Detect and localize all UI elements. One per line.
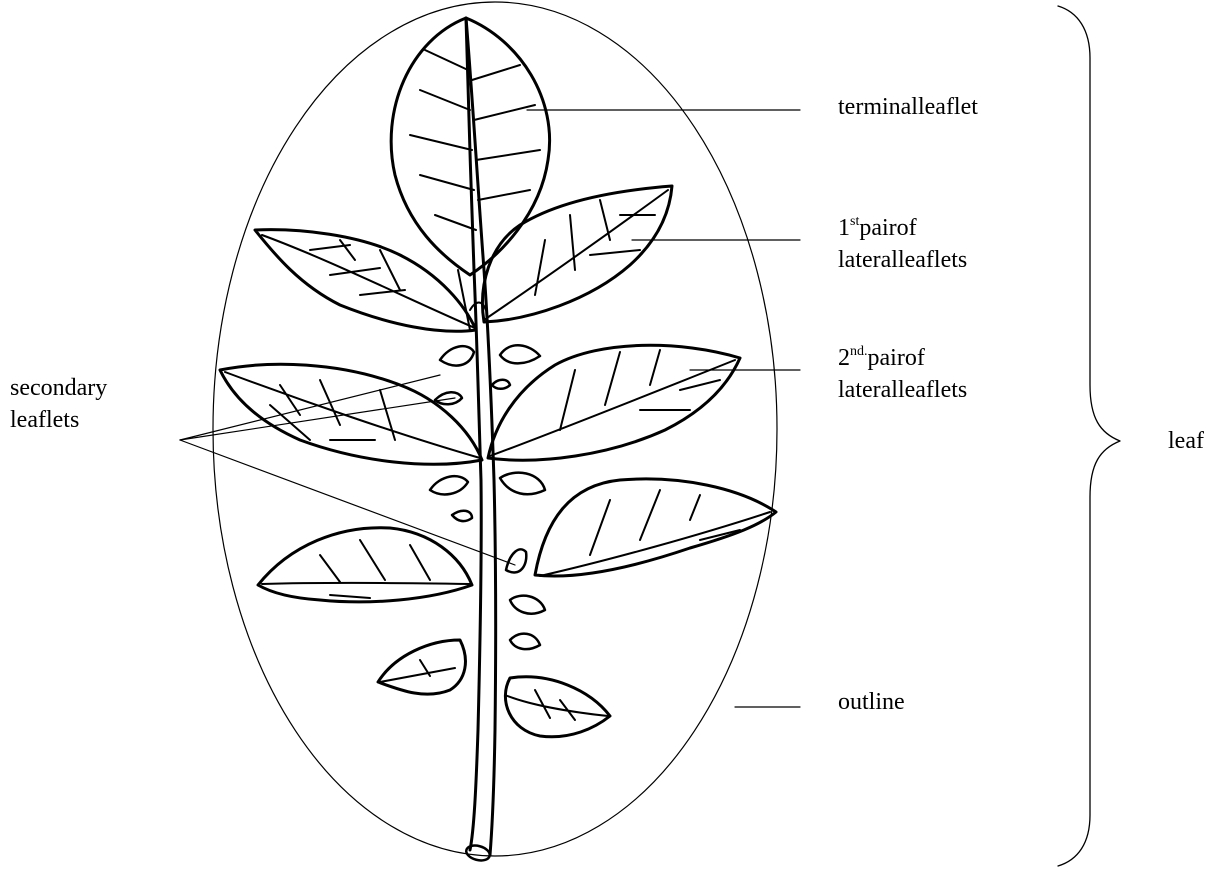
label-first-pair: 1stpairof lateralleaflets — [838, 212, 967, 276]
leaf-brace — [1058, 6, 1120, 866]
label-first-pair-line2: lateralleaflets — [838, 244, 967, 276]
label-secondary-leaflets: secondary leaflets — [10, 372, 107, 436]
label-terminal-leaflet: terminalleaflet — [838, 91, 978, 123]
label-first-pair-number: 1 — [838, 215, 850, 241]
label-leaf: leaf — [1168, 425, 1204, 457]
label-secondary-line1: secondary — [10, 372, 107, 404]
label-second-pair-line2: lateralleaflets — [838, 374, 967, 406]
label-leaf-text: leaf — [1168, 428, 1204, 454]
label-first-pair-text: pairof — [859, 215, 916, 241]
first-pair-leaflets — [255, 186, 672, 331]
label-secondary-line2: leaflets — [10, 404, 107, 436]
rachis — [465, 18, 496, 863]
label-second-pair: 2nd.pairof lateralleaflets — [838, 342, 967, 406]
label-second-pair-line1: 2nd.pairof — [838, 342, 967, 374]
label-second-pair-number: 2 — [838, 345, 850, 371]
third-pair-leaflets — [258, 479, 776, 602]
label-outline-text: outline — [838, 689, 905, 715]
label-second-pair-text: pairof — [868, 345, 925, 371]
label-second-pair-superscript: nd. — [850, 344, 868, 359]
label-terminal-leaflet-text: terminalleaflet — [838, 94, 978, 120]
label-outline: outline — [838, 686, 905, 718]
label-first-pair-line1: 1stpairof — [838, 212, 967, 244]
label-first-pair-superscript: st — [850, 214, 859, 229]
